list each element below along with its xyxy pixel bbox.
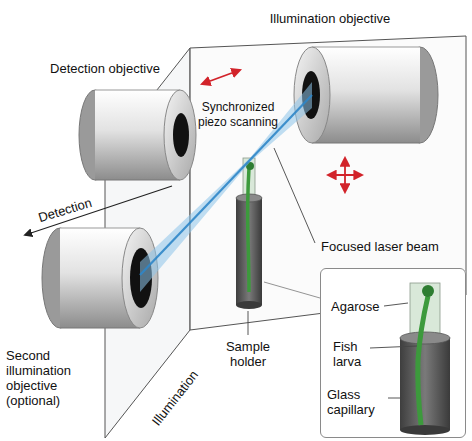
callout-label: Glass capillary (327, 387, 391, 417)
direction-label: Detection (37, 195, 94, 225)
part-label: Sample holder (218, 339, 278, 369)
sample-holder (236, 158, 262, 309)
part-label: Focused laser beam (321, 239, 439, 254)
leader-line (248, 311, 249, 335)
inset-ground (320, 268, 466, 438)
leader-line (274, 148, 315, 243)
plane-label: Illumination (149, 367, 201, 428)
laser-beam (140, 82, 312, 292)
part-label: Illumination objective (270, 11, 391, 26)
motion-label: Synchronized piezo scanning (196, 100, 280, 130)
part-label: Detection objective (50, 61, 160, 76)
illumination-objective (294, 47, 438, 143)
inset-box: AgaroseFish larvaGlass capillary (320, 268, 466, 438)
detection-objective (79, 90, 196, 180)
scan-arrow (344, 158, 346, 192)
scan-arrow (202, 70, 240, 84)
detection-arrow (25, 186, 172, 235)
part-label: Second illumination objective (optional) (6, 348, 96, 408)
callout-label: Fish larva (333, 339, 375, 369)
capillary-drawing (370, 283, 450, 435)
callout-label: Agarose (331, 299, 379, 314)
zoom-line (264, 282, 320, 298)
